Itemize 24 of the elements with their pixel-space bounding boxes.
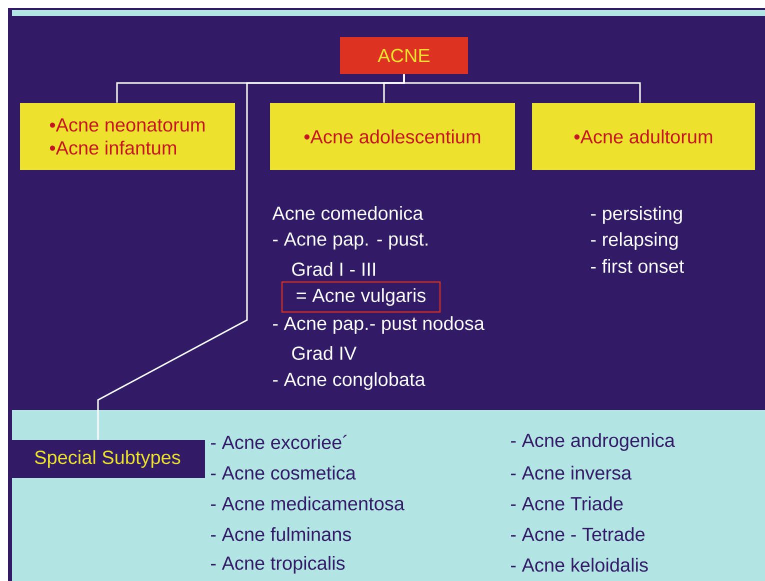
list-item: - persisting [591,206,682,224]
category-box: •Acne neonatorum •Acne infantum [20,103,235,170]
list-item: Acne comedonica [272,206,424,220]
highlight-box: = Acne vulgaris [281,281,441,313]
node-label: Special Subtypes [34,450,180,468]
list-item: - Acne - Tetrade [511,527,645,542]
list-item: - Acne inversa [511,466,632,480]
category-box: •Acne adolescentium [270,103,515,170]
title-box: ACNE [340,37,468,74]
list-item: - Acne Triade [511,496,623,510]
subtype-box: Special Subtypes [10,440,205,478]
connector [97,74,405,440]
list-item: - Acne pap. - pust. [273,232,428,250]
list-item: - Acne tropicalis [211,556,345,574]
category-box: •Acne adultorum [532,103,755,170]
list-item: - first onset [591,259,684,273]
list-item: - relapsing [591,232,678,250]
list-item: - Acne keloidalis [511,558,648,572]
list-item: - Acne medicamentosa [211,496,404,510]
list-item: Grad IV [292,346,357,360]
list-item: - Acne excoriee´ [211,434,347,450]
list-item: - Acne fulminans [211,527,351,542]
list-item: - Acne conglobata [273,372,426,390]
list-item: - Acne androgenica [511,433,675,451]
